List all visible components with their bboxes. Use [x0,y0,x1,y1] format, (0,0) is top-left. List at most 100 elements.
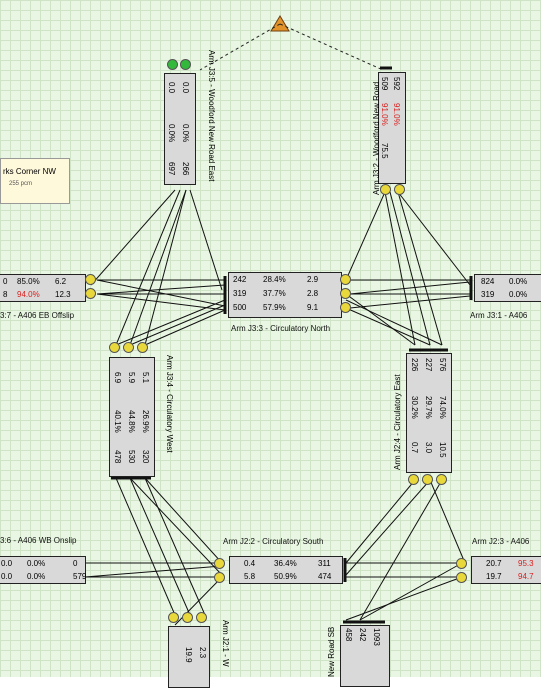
j33-cell: 28.4% [263,275,286,284]
new-road-cell: 1093 [372,628,381,646]
signal-icon[interactable] [85,274,96,285]
tooltip-subtitle: 255 pcm [9,181,33,187]
j21-cell: 19.9 [184,647,193,663]
signal-icon[interactable] [456,572,467,583]
j24-cell: 0.7 [410,442,419,454]
dashed-link [279,23,384,71]
j33-cell: 2.8 [307,289,319,298]
j34-cell: 40.1% [113,410,122,433]
j23-cell: 20.7 [486,559,502,568]
j35-cell: 0.0 [181,82,190,94]
j24-cell: 30.2% [410,396,419,419]
j33-cell: 500 [233,303,247,312]
j32-cell: 91.0% [380,103,389,126]
warning-triangle-icon[interactable] [270,15,290,32]
arm-label-j21: Arm J2:1 - W [221,620,230,667]
j22-cell: 36.4% [274,559,297,568]
arm-j26-box[interactable]: 0.0 0.0% 0 0.0 0.0% 579 [0,556,86,584]
j31-cell: 0.0% [509,277,528,286]
j37-cell: 12.3 [55,290,71,299]
j24-cell: 227 [424,358,433,372]
j22-cell: 0.4 [244,559,256,568]
signal-icon[interactable] [168,612,179,623]
arm-j22-box[interactable]: 0.4 36.4% 311 5.8 50.9% 474 [229,556,343,584]
j35-cell: 0.0% [181,124,190,143]
j32-cell: 91.0% [392,103,401,126]
j22-cell: 5.8 [244,572,256,581]
j33-cell: 242 [233,275,247,284]
signal-icon[interactable] [137,342,148,353]
signal-icon[interactable] [182,612,193,623]
signal-icon[interactable] [85,288,96,299]
arm-j34-box[interactable]: 6.9 40.1% 478 5.9 44.8% 530 5.1 26.9% 32… [109,357,155,477]
tooltip-box: rks Corner NW 255 pcm [0,158,70,204]
signal-green-icon[interactable] [180,59,191,70]
j31-cell: 319 [481,290,495,299]
signal-icon[interactable] [109,342,120,353]
j37-cell: 0 [3,277,8,286]
signal-icon[interactable] [196,612,207,623]
signal-green-icon[interactable] [167,59,178,70]
j23-cell: 94.7 [518,572,534,581]
arm-label-new-road: New Road SB [327,626,336,677]
j24-cell: 74.0% [438,396,447,419]
j26-cell: 0.0% [27,559,46,568]
j33-cell: 2.9 [307,275,319,284]
j22-cell: 50.9% [274,572,297,581]
signal-icon[interactable] [340,274,351,285]
signal-icon[interactable] [380,184,391,195]
signal-icon[interactable] [394,184,405,195]
j34-cell: 26.9% [141,410,150,433]
j35-cell: 697 [167,162,176,176]
j24-cell: 226 [410,358,419,372]
new-road-cell: 458 [344,628,353,642]
signal-icon[interactable] [123,342,134,353]
j34-cell: 320 [141,450,150,464]
arm-j23-box[interactable]: 20.7 95.3 19.7 94.7 [471,556,541,584]
j34-cell: 5.1 [141,372,150,384]
j21-cell: 2.3 [198,647,207,659]
j22-cell: 311 [318,559,331,568]
j26-cell: 0 [73,559,78,568]
signal-icon[interactable] [436,474,447,485]
signal-icon[interactable] [340,288,351,299]
arm-j21-box[interactable]: 19.9 2.3 [168,626,210,688]
arm-j37-box[interactable]: 0 85.0% 6.2 8 94.0% 12.3 [0,274,86,302]
arm-label-j31: Arm J3:1 - A406 [470,311,528,320]
j37-cell: 94.0% [17,290,40,299]
arm-label-j32: Arm J3:2 - Woodford New Road [372,81,381,195]
j37-cell: 85.0% [17,277,40,286]
arm-j32-box[interactable]: 75.5 91.0% 509 91.0% 592 [378,72,406,184]
signal-icon[interactable] [214,558,225,569]
signal-icon[interactable] [408,474,419,485]
arm-label-j35: Arm J3:5 - Woodford New Road East [207,50,216,182]
arm-j33-box[interactable]: 242 28.4% 2.9 319 37.7% 2.8 500 57.9% 9.… [228,272,342,318]
arm-label-j26: 3:6 - A406 WB Onslip [0,536,77,545]
j22-cell: 474 [318,572,332,581]
j24-cell: 10.5 [438,442,447,458]
j33-cell: 9.1 [307,303,319,312]
signal-icon[interactable] [340,302,351,313]
j31-cell: 0.0% [509,290,528,299]
j33-cell: 57.9% [263,303,286,312]
j24-cell: 576 [438,358,447,372]
arm-label-j23: Arm J2:3 - A406 [472,537,530,546]
arm-label-j34: Arm J3:4 - Circulatory West [165,355,174,453]
j34-cell: 530 [127,450,136,464]
j34-cell: 44.8% [127,410,136,433]
j35-cell: 0.0 [167,82,176,94]
signal-icon[interactable] [214,572,225,583]
arm-j24-box[interactable]: 226 30.2% 0.7 227 29.7% 3.0 576 74.0% 10… [406,353,452,473]
arm-j31-box[interactable]: 824 0.0% 319 0.0% [474,274,541,302]
signal-icon[interactable] [456,558,467,569]
j24-cell: 3.0 [424,442,433,454]
arm-new-road-box[interactable]: 458 242 1093 [340,625,390,687]
j35-cell: 266 [181,162,190,176]
tooltip-title: rks Corner NW [3,167,56,176]
j33-cell: 319 [233,289,247,298]
signal-icon[interactable] [422,474,433,485]
j26-cell: 579 [73,572,87,581]
arm-j35-box[interactable]: 0.0 0.0% 697 0.0 0.0% 266 [164,73,196,185]
